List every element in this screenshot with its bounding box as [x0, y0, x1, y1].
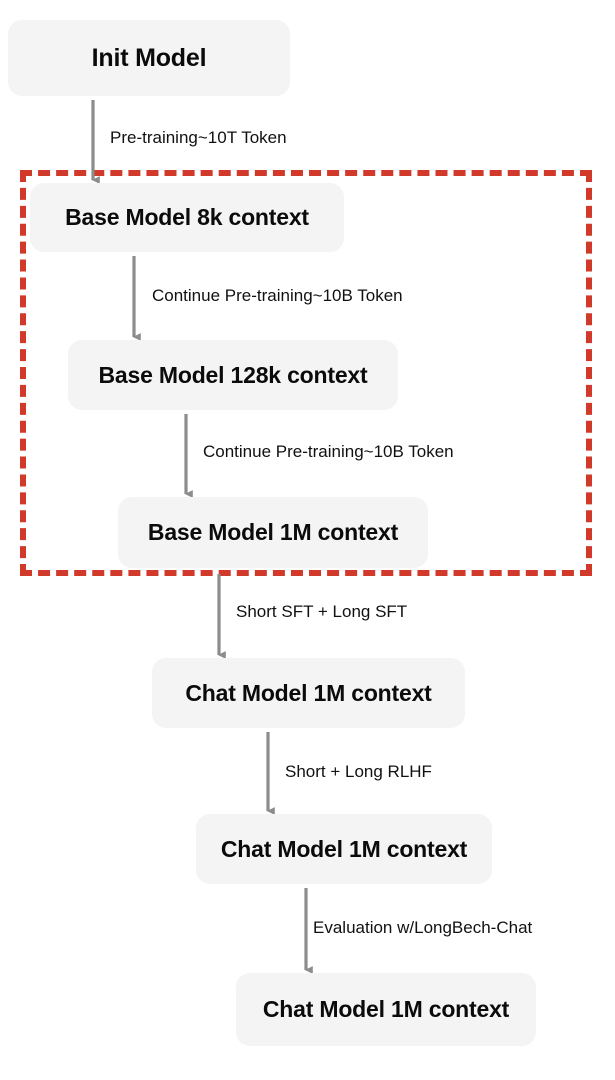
node-chat1m_c: Chat Model 1M context — [236, 973, 536, 1046]
node-chat1m_a: Chat Model 1M context — [152, 658, 465, 728]
node-label: Chat Model 1M context — [220, 835, 468, 862]
node-label: Base Model 128k context — [98, 361, 368, 388]
edge-label-e4: Short SFT + Long SFT — [236, 602, 408, 621]
node-base1m: Base Model 1M context — [118, 497, 428, 568]
edge-label-e1: Pre-training~10T Token — [110, 128, 287, 147]
node-init: Init Model — [8, 20, 290, 96]
node-label: Base Model 8k context — [65, 204, 309, 230]
edge-label-e5: Short + Long RLHF — [285, 762, 432, 781]
node-base128k: Base Model 128k context — [68, 340, 398, 410]
node-label: Base Model 1M context — [147, 519, 399, 545]
node-base8k: Base Model 8k context — [30, 183, 344, 252]
edge-label-e2: Continue Pre-training~10B Token — [152, 286, 403, 305]
node-chat1m_b: Chat Model 1M context — [196, 814, 492, 884]
node-label: Chat Model 1M context — [185, 679, 432, 706]
edge-label-e3: Continue Pre-training~10B Token — [203, 442, 454, 461]
node-label: Init Model — [91, 43, 207, 72]
edge-label-e6: Evaluation w/LongBech-Chat — [313, 918, 533, 937]
node-label: Chat Model 1M context — [262, 996, 510, 1022]
